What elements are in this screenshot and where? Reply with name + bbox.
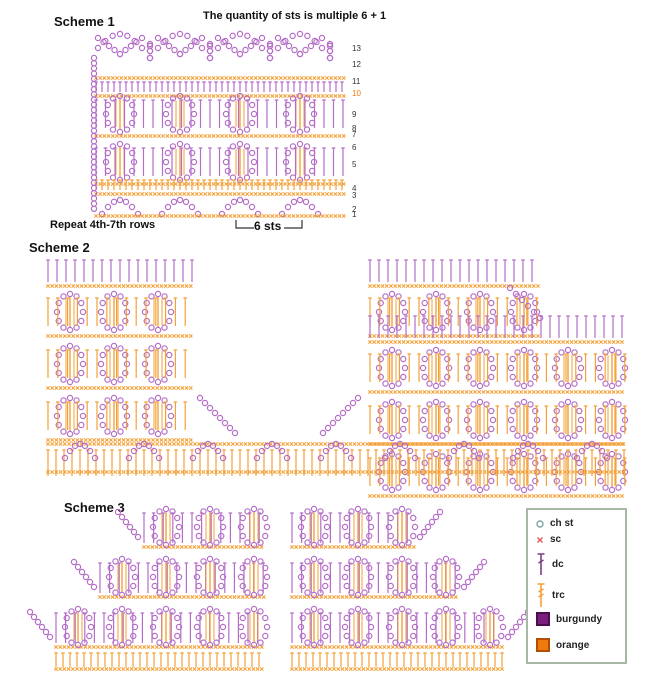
row-number: 9 xyxy=(352,110,357,119)
legend-item-sc: sc xyxy=(536,534,561,545)
dc-icon xyxy=(537,553,545,575)
row-number: 11 xyxy=(352,77,361,86)
repeat-bracket-icon xyxy=(235,220,303,229)
row-number: 2 xyxy=(352,205,357,214)
ch-icon xyxy=(536,519,544,528)
legend-label: dc xyxy=(552,558,564,570)
scheme-1-note: The quantity of sts is multiple 6 + 1 xyxy=(203,10,387,22)
row-number: 1 xyxy=(352,210,357,219)
repeat-note: Repeat 4th-7th rows xyxy=(50,219,156,231)
row-number: 10 xyxy=(352,89,361,98)
row-number: 3 xyxy=(352,191,357,200)
sc-icon xyxy=(537,536,543,543)
row-number: 8 xyxy=(352,124,357,133)
legend-item-ch-st: ch st xyxy=(536,518,573,529)
scheme-2-title: Scheme 2 xyxy=(29,240,90,255)
burgundy-swatch xyxy=(536,612,550,626)
scheme-3-title: Scheme 3 xyxy=(64,500,125,515)
row-number: 7 xyxy=(352,130,357,139)
legend-label: ch st xyxy=(550,518,574,529)
scheme-1-diagram xyxy=(90,30,346,218)
row-number: 13 xyxy=(352,44,361,53)
legend-label: orange xyxy=(556,639,590,651)
legend-label: burgundy xyxy=(556,613,603,625)
legend-label: trc xyxy=(552,589,565,601)
row-number: 6 xyxy=(352,143,357,152)
orange-swatch xyxy=(536,638,550,652)
row-number: 5 xyxy=(352,160,357,169)
legend-item-burgundy: burgundy xyxy=(536,612,602,626)
legend-label: sc xyxy=(550,534,562,545)
scheme-2-diagram xyxy=(46,259,629,498)
trc-icon xyxy=(537,583,545,607)
row-number: 4 xyxy=(352,184,357,193)
legend-item-trc: trc xyxy=(536,582,565,608)
row-number: 12 xyxy=(352,60,361,69)
scheme-3-diagram xyxy=(26,505,532,671)
legend-item-dc: dc xyxy=(536,552,564,576)
scheme-1-title: Scheme 1 xyxy=(54,14,115,29)
legend-item-orange: orange xyxy=(536,638,589,652)
legend: ch st sc dc trc burgundy orange xyxy=(526,508,627,664)
repeat-width-label: 6 sts xyxy=(254,219,282,233)
